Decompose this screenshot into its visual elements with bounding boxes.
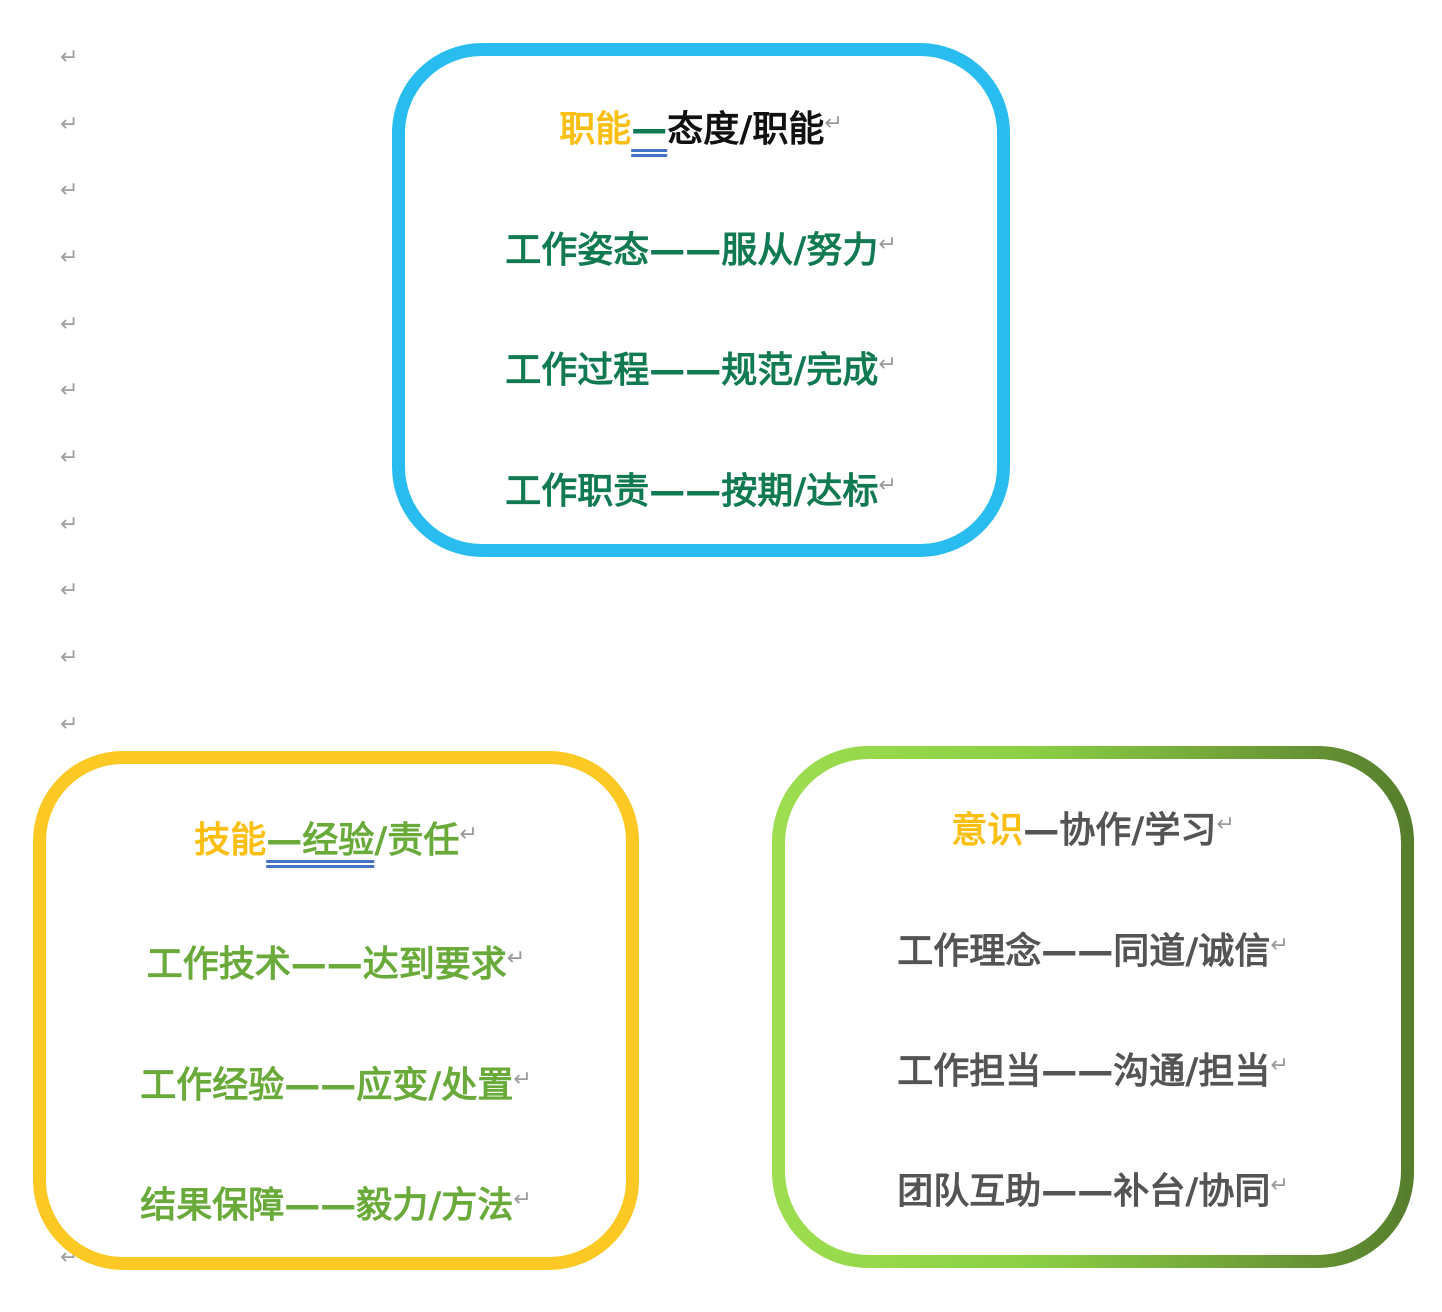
heading-key-word: 职能 (559, 109, 632, 150)
awareness-box-heading: 意识—协作/学习↵ (785, 809, 1401, 853)
paragraph-mark-icon: ↵ (824, 111, 843, 136)
paragraph-mark-icon: ↵ (60, 512, 79, 537)
paragraph-mark-icon: ↵ (878, 473, 897, 498)
function-line: 工作姿态——服从/努力↵ (505, 230, 897, 271)
paragraph-mark-icon: ↵ (513, 1187, 532, 1212)
heading-key-word: 技能 (194, 820, 267, 861)
paragraph-mark-icon: ↵ (1270, 933, 1289, 958)
function-box-heading: 职能—态度/职能↵ (405, 108, 997, 152)
paragraph-mark-icon: ↵ (878, 352, 897, 377)
function-line: 工作过程——规范/完成↵ (505, 350, 897, 391)
paragraph-mark-icon: ↵ (1270, 1173, 1289, 1198)
skill-box: 技能—经验/责任↵ 工作技术——达到要求↵ 工作经验——应变/处置↵ 结果保障—… (33, 751, 639, 1270)
paragraph-mark-icon: ↵ (60, 45, 79, 70)
paragraph-mark-icon: ↵ (459, 822, 478, 847)
function-box: 职能—态度/职能↵ 工作姿态——服从/努力↵ 工作过程——规范/完成↵ 工作职责… (392, 43, 1010, 557)
paragraph-mark-icon: ↵ (60, 245, 79, 270)
awareness-box: 意识—协作/学习↵ 工作理念——同道/诚信↵ 工作担当——沟通/担当↵ 团队互助… (772, 746, 1414, 1268)
awareness-line: 工作理念——同道/诚信↵ (897, 931, 1289, 972)
paragraph-mark-icon: ↵ (60, 312, 79, 337)
paragraph-mark-icon: ↵ (60, 112, 79, 137)
paragraph-mark-icon: ↵ (1270, 1053, 1289, 1078)
awareness-box-inner: 意识—协作/学习↵ 工作理念——同道/诚信↵ 工作担当——沟通/担当↵ 团队互助… (785, 759, 1401, 1255)
paragraph-mark-icon: ↵ (60, 712, 79, 737)
heading-dash: — (631, 109, 668, 150)
paragraph-mark-icon: ↵ (513, 1067, 532, 1092)
skill-box-heading: 技能—经验/责任↵ (46, 819, 626, 863)
heading-key-word: 意识 (951, 810, 1024, 851)
paragraph-mark-icon: ↵ (1216, 812, 1235, 837)
skill-line: 工作经验——应变/处置↵ (140, 1065, 532, 1106)
paragraph-mark-icon: ↵ (878, 232, 897, 257)
function-line: 工作职责——按期/达标↵ (505, 471, 897, 512)
skill-line: 结果保障——毅力/方法↵ (140, 1185, 532, 1226)
paragraph-mark-icon: ↵ (60, 378, 79, 403)
awareness-line: 团队互助——补台/协同↵ (897, 1171, 1289, 1212)
heading-underlined: —经验 (266, 820, 375, 861)
skill-line: 工作技术——达到要求↵ (146, 944, 526, 985)
paragraph-mark-icon: ↵ (506, 946, 526, 971)
paragraph-mark-icon: ↵ (60, 178, 79, 203)
heading-rest: 态度/职能 (667, 109, 825, 150)
heading-rest: —协作/学习 (1023, 810, 1217, 851)
awareness-line: 工作担当——沟通/担当↵ (897, 1051, 1289, 1092)
paragraph-mark-icon: ↵ (60, 645, 79, 670)
heading-rest: /责任 (374, 820, 460, 861)
paragraph-mark-icon: ↵ (60, 578, 79, 603)
paragraph-mark-icon: ↵ (60, 445, 79, 470)
